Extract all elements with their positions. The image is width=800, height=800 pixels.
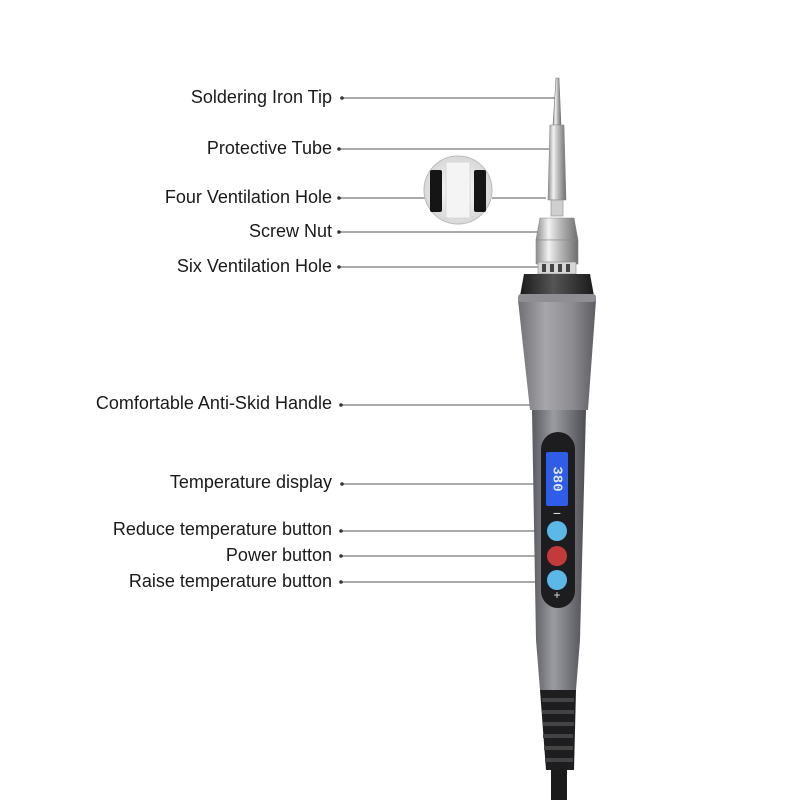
protective-tube: [547, 124, 567, 201]
anti-skid-handle: [518, 294, 596, 410]
power-cable: [551, 770, 567, 800]
label-power-button: Power button: [225, 545, 332, 565]
label-anti-skid-handle: Comfortable Anti-Skid Handle: [95, 393, 332, 413]
label-six-ventilation-hole: Six Ventilation Hole: [176, 256, 332, 276]
label-temperature-display: Temperature display: [169, 472, 332, 492]
handle-collar: [520, 274, 594, 296]
label-screw-nut: Screw Nut: [248, 221, 332, 241]
power-button[interactable]: [547, 546, 567, 566]
leader-lines: [340, 97, 556, 583]
soldering-tip: [552, 77, 562, 126]
label-raise-temperature-button: Raise temperature button: [128, 571, 332, 591]
label-four-ventilation-hole: Four Ventilation Hole: [164, 187, 332, 207]
screw-nut: [535, 217, 579, 241]
raise-temperature-button[interactable]: [547, 570, 567, 590]
plus-symbol: +: [553, 588, 560, 602]
reduce-temperature-button[interactable]: [547, 521, 567, 541]
minus-symbol: −: [553, 505, 561, 521]
four-ventilation-hole-detail: [423, 155, 493, 225]
temperature-lcd: [546, 452, 568, 506]
label-protective-tube: Protective Tube: [206, 138, 332, 158]
label-reduce-temperature-button: Reduce temperature button: [112, 519, 332, 539]
lcd-reading: 380: [548, 466, 564, 491]
label-soldering-iron-tip: Soldering Iron Tip: [190, 87, 332, 107]
